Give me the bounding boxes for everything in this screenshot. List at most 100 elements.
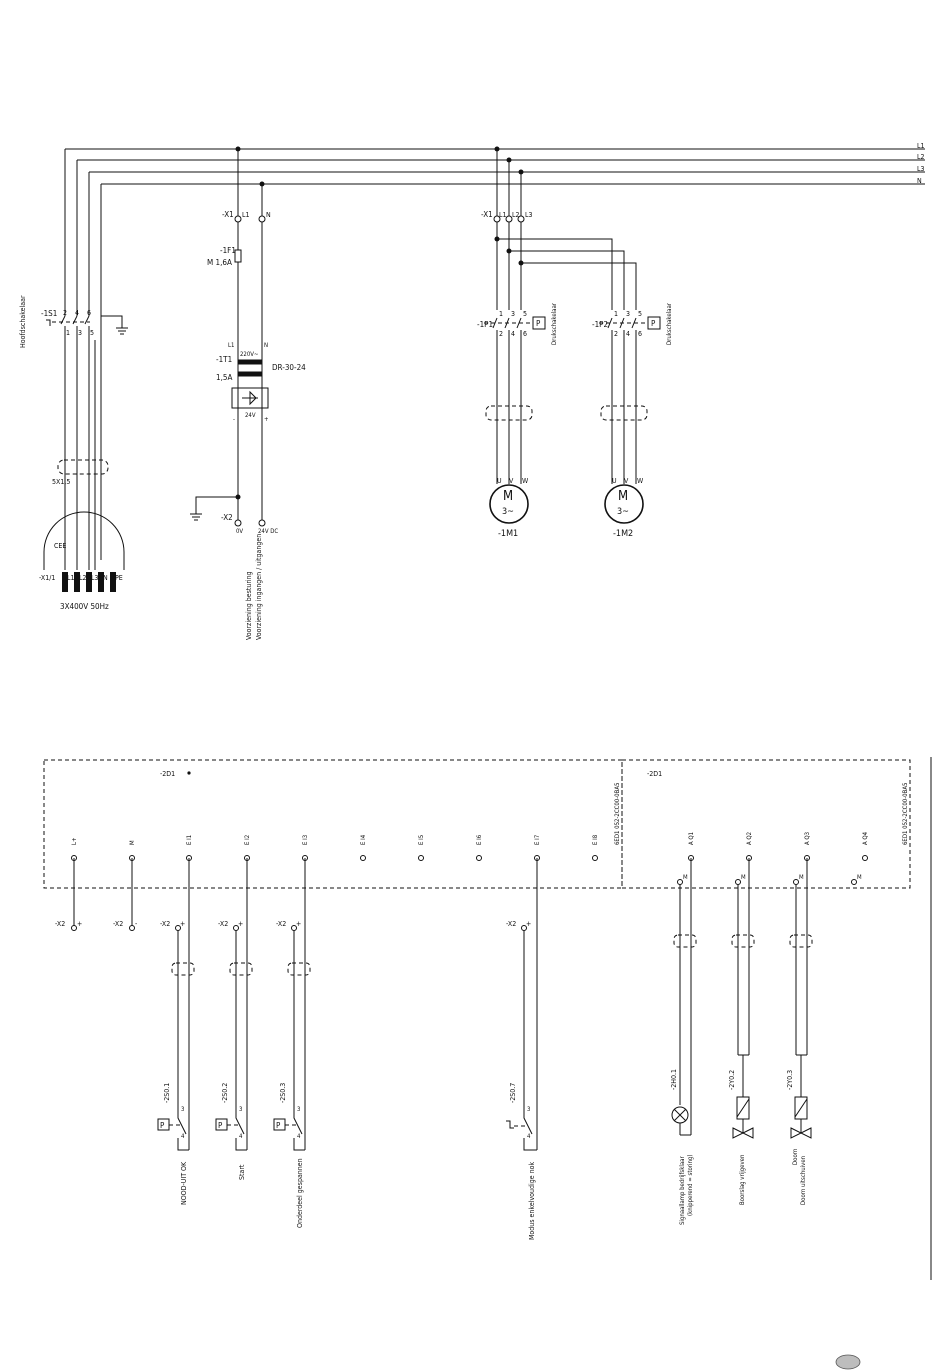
transformer-id: -1T1 — [216, 355, 232, 364]
m1-switch-side-label: Drukschakelaar — [551, 302, 558, 345]
m1-terminal-u: U — [497, 477, 502, 485]
control-supply: -X1 L1 N -1F1 M 1,6A L1 N 220V~ -1T1 1,5… — [190, 149, 306, 640]
plc-ch-q1: A Q1 — [688, 832, 695, 845]
s02-contact-3: 3 — [239, 1106, 242, 1113]
bus-label-n: N — [917, 177, 922, 185]
y02-id: -2Y0.2 — [728, 1070, 736, 1090]
s03-contact-3: 3 — [297, 1106, 300, 1113]
s01-contact-4: 4 — [181, 1133, 185, 1140]
plug-rating: 3X400V 50Hz — [60, 602, 109, 611]
x2-i3-id: -X2 — [276, 920, 286, 928]
x2-i1-id: -X2 — [160, 920, 170, 928]
transformer-n: N — [264, 342, 268, 349]
main-switch-side-label: Hoofdschakelaar — [19, 295, 27, 348]
plug-pin-l2: L2 — [79, 574, 87, 582]
plc-ch-i3: E I3 — [302, 835, 309, 845]
ctrl-terminal-l1: L1 — [242, 211, 250, 219]
m2-pressure-symbol: P — [651, 319, 656, 328]
m2-terminal-u: U — [612, 477, 617, 485]
m1-motor-id: -1M1 — [498, 529, 518, 539]
transformer-l1: L1 — [228, 342, 234, 349]
plc-ch-i6: E I6 — [476, 834, 483, 845]
s02-symbol: P — [218, 1121, 223, 1130]
x2-i3-sign: + — [296, 920, 301, 928]
q3-marker: M — [799, 874, 804, 881]
plc-ch-m: M — [129, 840, 136, 845]
s02-contact-4: 4 — [239, 1133, 243, 1140]
m1-motor-phase: 3~ — [502, 507, 514, 517]
m1-switch-top-2: 3 — [511, 310, 515, 318]
s02-id: -2S0.2 — [221, 1083, 229, 1103]
motor-circuit-1: 1 3 5 P -1P1 2 4 6 Drukschakelaar U V W … — [477, 302, 558, 539]
s07-contact-3: 3 — [527, 1106, 530, 1113]
transformer-model: DR-30-24 — [272, 363, 306, 372]
plc-ch-q2: A Q2 — [746, 832, 753, 845]
input-device-7: 3 4 -2S0.7 Modus enkelvoudige nok — [506, 1083, 537, 1240]
plc-ch-i7: E I7 — [534, 835, 541, 845]
plug-pin-n: N — [103, 574, 108, 582]
x2-id: -X2 — [221, 513, 233, 522]
h01-caption-2: (knipperend = storing) — [687, 1155, 694, 1216]
x2-i1-sign: + — [180, 920, 185, 928]
main-switch-bottom-3: 5 — [90, 329, 94, 337]
x2-i2-sign: + — [238, 920, 243, 928]
cee-plug: CEE -X1/1 L1 L2 L3 N PE 3X400V 50Hz — [39, 511, 125, 611]
m1-switch-id: -1P1 — [477, 320, 493, 329]
page-marker — [835, 1354, 861, 1370]
output-device-valve-2: -2Y0.2 Boorslag vrijgeven — [728, 1055, 754, 1205]
output-device-lamp: -2H0.1 Signaallamp bedrijfsklaar (knippe… — [670, 1069, 694, 1225]
s01-contact-3: 3 — [181, 1106, 184, 1113]
s03-caption: Onderdeel gespannen — [296, 1158, 304, 1228]
m2-switch-bottom-2: 4 — [626, 330, 630, 338]
plc-ch-i5: E I5 — [418, 835, 425, 845]
input-device-2: P 3 4 -2S0.2 Start — [215, 1083, 247, 1180]
plug-type-label: CEE — [54, 542, 66, 550]
main-switch-bottom-2: 3 — [78, 329, 82, 337]
ctrl-terminal-id: -X1 — [222, 210, 234, 219]
m1-switch-top-3: 5 — [523, 310, 527, 318]
plc-ch-i1: E I1 — [186, 835, 193, 845]
s02-caption: Start — [238, 1164, 246, 1180]
plc-input-channels: L+ M E I1 E I2 E I3 E I4 E I5 E I6 E I7 … — [71, 834, 599, 861]
output-device-valve-3: -2Y0.3 Doorn Doorn uitschuiven — [786, 1055, 812, 1205]
bus-label-l3: L3 — [917, 165, 925, 173]
bus-label-l1: L1 — [917, 142, 925, 150]
m1-pressure-symbol: P — [536, 319, 541, 328]
plc-ch-l: L+ — [71, 837, 78, 845]
rectifier-minus: - — [233, 416, 235, 423]
m2-switch-bottom-1: 2 — [614, 330, 618, 338]
x2-i7-id: -X2 — [506, 920, 516, 928]
x2-l-sign: + — [77, 920, 82, 928]
m1-terminal-v: V — [509, 477, 514, 485]
plc-ch-q4: A Q4 — [862, 831, 869, 845]
motor-terminal-id: -X1 — [481, 210, 493, 219]
x2-m-sign: - — [135, 920, 137, 928]
m2-switch-id: -1P2 — [592, 320, 608, 329]
m1-terminal-w: W — [522, 477, 529, 485]
s07-contact-4: 4 — [527, 1133, 531, 1140]
plc-input-id: -2D1 — [160, 770, 175, 778]
plc-ch-q3: A Q3 — [804, 832, 811, 845]
m1-motor-symbol: M — [503, 489, 513, 504]
x2-i2-id: -X2 — [218, 920, 228, 928]
s01-symbol: P — [160, 1121, 165, 1130]
plc-ch-i4: E I4 — [360, 834, 367, 845]
m2-switch-bottom-3: 6 — [638, 330, 642, 338]
h01-id: -2H0.1 — [670, 1069, 678, 1090]
s03-id: -2S0.3 — [279, 1083, 287, 1103]
input-circuit-wiring — [171, 858, 538, 1150]
m1-switch-bottom-2: 4 — [511, 330, 515, 338]
s03-symbol: P — [276, 1121, 281, 1130]
x2-l-id: -X2 — [55, 920, 65, 928]
h01-caption-1: Signaallamp bedrijfsklaar — [679, 1156, 686, 1225]
input-device-3: P 3 4 -2S0.3 Onderdeel gespannen — [273, 1083, 305, 1228]
plc-ch-i2: E I2 — [244, 835, 251, 845]
plc-ch-i8: E I8 — [592, 834, 599, 845]
power-bus: L1 L2 L3 N — [65, 142, 925, 187]
m2-terminal-w: W — [637, 477, 644, 485]
x2-24vdc: 24V DC — [258, 528, 278, 535]
m2-switch-top-3: 5 — [638, 310, 642, 318]
motor-terminal-l1: L1 — [499, 211, 507, 219]
rectifier-output: 24V — [245, 412, 256, 419]
control-caption-1: Voorziening besturing — [245, 571, 253, 640]
